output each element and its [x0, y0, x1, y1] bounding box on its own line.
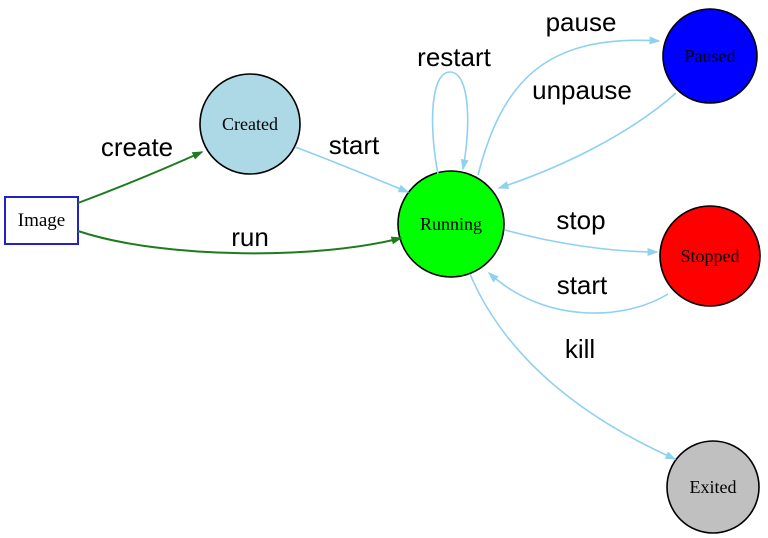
- edge-label-run: run: [231, 222, 269, 252]
- node-stopped: [659, 205, 761, 307]
- edge-label-create: create: [101, 132, 173, 162]
- edge-run: [77, 230, 403, 255]
- edge-start2: [487, 271, 669, 314]
- edge-label-start1: start: [329, 130, 380, 160]
- edge-kill: [469, 273, 677, 460]
- node-paused: [662, 8, 758, 104]
- edge-start1: [294, 146, 410, 193]
- node-running: [397, 170, 505, 278]
- edge-label-pause: pause: [546, 7, 617, 37]
- edge-create: [77, 151, 204, 204]
- node-label-running: Running: [420, 214, 482, 234]
- node-label-image: Image: [18, 210, 65, 231]
- node-label-created: Created: [222, 114, 278, 134]
- edge-label-restart: restart: [417, 42, 491, 72]
- node-label-exited: Exited: [690, 477, 737, 497]
- edge-label-kill: kill: [565, 334, 595, 364]
- edge-label-unpause: unpause: [532, 75, 632, 105]
- edge-label-start2: start: [557, 270, 608, 300]
- edge-pause: [477, 36, 661, 176]
- node-image: [4, 196, 79, 245]
- edge-restart: [431, 71, 469, 175]
- node-created: [199, 73, 301, 175]
- edge-unpause: [497, 92, 677, 189]
- edge-stop: [504, 229, 659, 256]
- node-label-stopped: Stopped: [680, 246, 739, 266]
- node-exited: [666, 440, 760, 534]
- edge-label-stop: stop: [556, 205, 605, 235]
- node-label-paused: Paused: [685, 46, 736, 66]
